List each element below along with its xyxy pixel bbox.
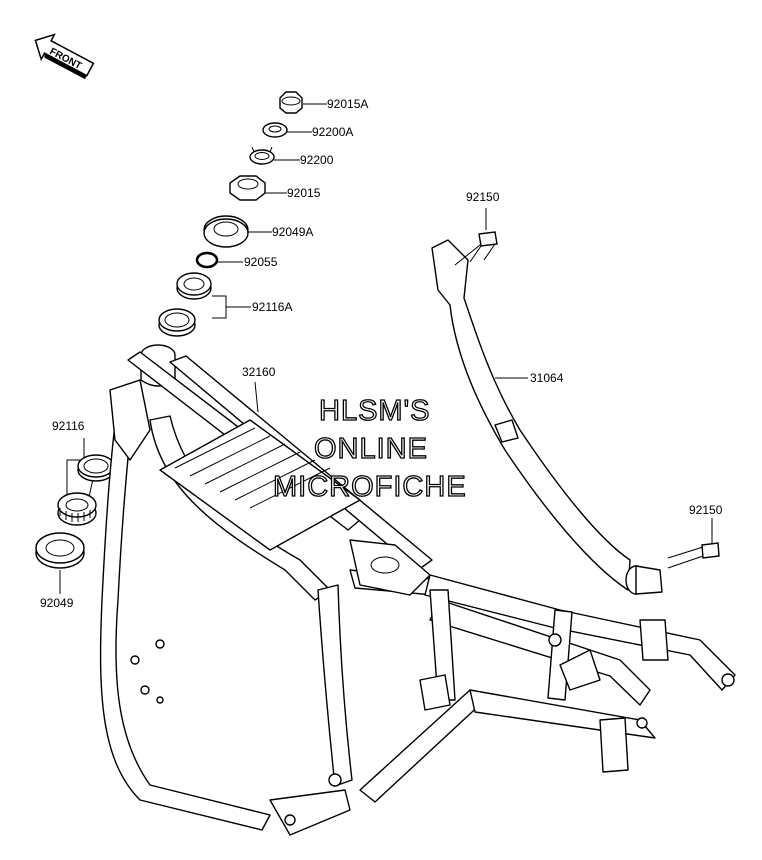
watermark-line1: HLSM'S xyxy=(319,395,430,427)
callout-31064: 31064 xyxy=(530,371,564,385)
part-92015A[interactable] xyxy=(279,91,303,114)
subframe-31064[interactable] xyxy=(431,239,663,595)
callout-92116: 92116 xyxy=(52,419,85,433)
watermark-line3: MICROFICHE xyxy=(273,471,467,503)
callout-92049A: 92049A xyxy=(272,225,313,239)
callout-92015: 92015 xyxy=(287,186,321,200)
front-direction-arrow: FRONT xyxy=(34,33,95,80)
callout-92200A: 92200A xyxy=(312,125,353,139)
callout-32160: 32160 xyxy=(242,365,276,379)
watermark-line2: ONLINE xyxy=(314,433,428,465)
callout-92150-bottom: 92150 xyxy=(689,503,723,517)
part-92200A[interactable] xyxy=(262,122,288,138)
part-92116A-bearing[interactable] xyxy=(176,272,212,300)
part-92116-race[interactable] xyxy=(77,454,115,482)
callout-92055: 92055 xyxy=(244,255,278,269)
watermark: HLSM'S ONLINE MICROFICHE xyxy=(272,394,467,503)
frame-32160[interactable] xyxy=(99,344,736,836)
callout-92049: 92049 xyxy=(40,596,74,610)
part-92015[interactable] xyxy=(229,175,266,201)
callout-92200: 92200 xyxy=(300,153,334,167)
leader-lines xyxy=(59,103,713,594)
part-92049-seal[interactable] xyxy=(35,532,85,569)
callout-labels: 92015A 92200A 92200 92015 92049A 92055 9… xyxy=(40,97,723,610)
part-92049A[interactable] xyxy=(203,215,249,248)
part-92055[interactable] xyxy=(195,251,219,269)
callout-92150-top: 92150 xyxy=(466,190,500,204)
callout-92116A: 92116A xyxy=(252,300,292,314)
part-92116-bearing[interactable] xyxy=(57,492,97,526)
lower-bearing-parts xyxy=(35,454,115,569)
steering-head-parts xyxy=(158,91,303,337)
callout-92015A: 92015A xyxy=(327,97,368,111)
part-92200[interactable] xyxy=(249,146,275,165)
part-92150-bottom-bolt[interactable] xyxy=(667,542,720,569)
part-92116A-race[interactable] xyxy=(158,308,196,337)
part-92150-top-bolt[interactable] xyxy=(469,231,498,263)
